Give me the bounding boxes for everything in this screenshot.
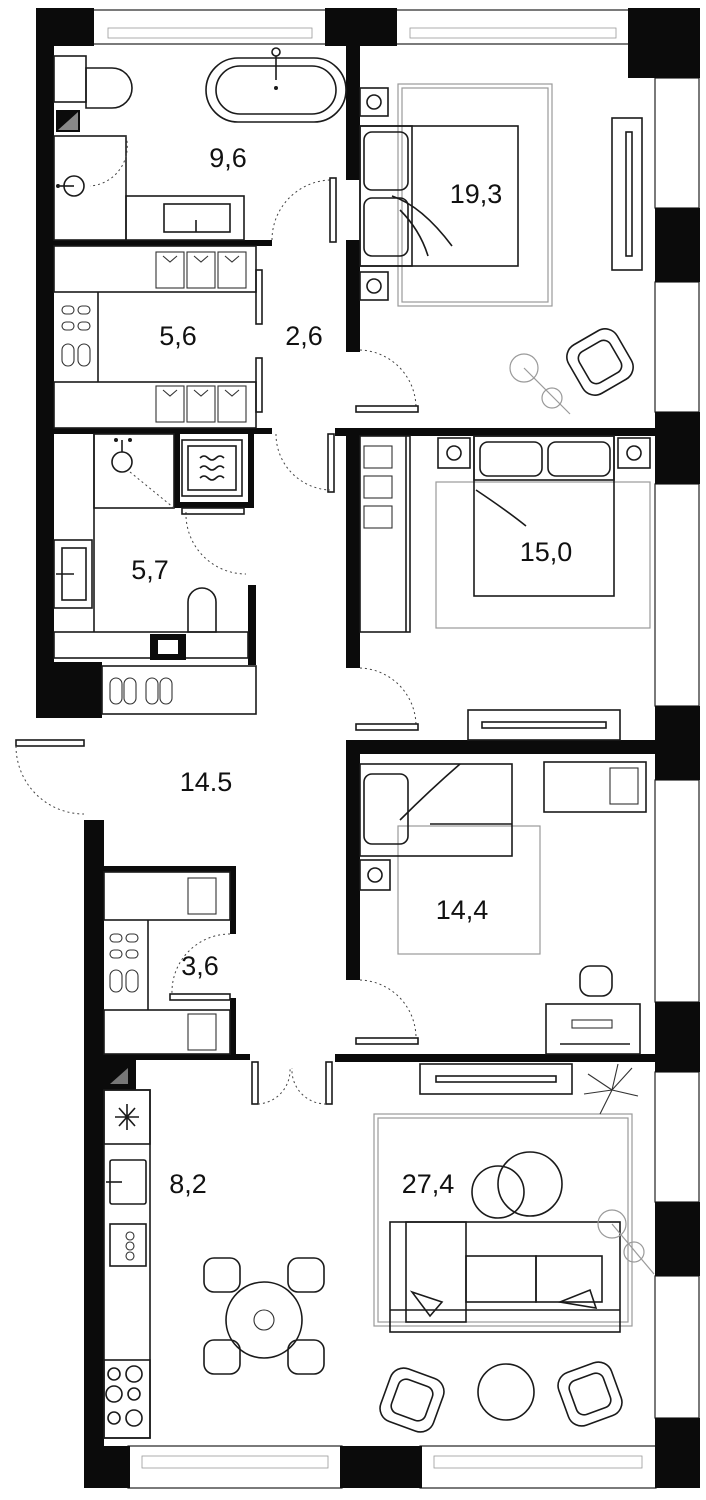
entrance-door[interactable]: [15, 739, 85, 815]
stove-icon: [103, 1359, 151, 1439]
tv-unit-icon: [611, 117, 643, 271]
area-label-bathroom-2: 5,7: [131, 555, 169, 585]
bathroom-2: [53, 433, 249, 660]
area-label-living-room: 27,4: [402, 1169, 455, 1199]
shoes-icon: [101, 665, 257, 715]
bedroom-1: [359, 83, 643, 415]
wardrobe-unit-icon: [359, 435, 411, 633]
toilet-icon: [187, 587, 217, 633]
shower-icon: [53, 135, 128, 241]
shower-icon: [93, 433, 175, 632]
area-label-bedroom-3: 14,4: [436, 895, 489, 925]
sink-icon: [106, 1159, 147, 1205]
area-label-wardrobe: 5,6: [159, 321, 197, 351]
area-label-kitchen: 8,2: [169, 1169, 207, 1199]
toilet-icon: [53, 55, 133, 109]
sink-icon: [125, 195, 245, 241]
area-label-bathroom-1: 9,6: [209, 143, 247, 173]
living-double-door[interactable]: [251, 1061, 333, 1105]
armchair-icon: [379, 1361, 623, 1433]
side-table-icon: [477, 1363, 535, 1421]
coffee-table-icon: [471, 1151, 563, 1219]
wardrobe: [53, 245, 263, 429]
single-bed-icon: [359, 763, 513, 857]
shoes-icon: [61, 305, 91, 367]
fridge-icon: [103, 1089, 151, 1145]
sofa-icon: [389, 1221, 621, 1333]
armchair-icon: [566, 328, 634, 396]
bathroom-1: [53, 47, 347, 243]
shirts-icon: [155, 251, 247, 423]
tv-unit-icon: [467, 709, 621, 741]
room-labels: 9,6 19,3 5,6 2,6 15,0 5,7 14.5 14,4 3,6 …: [131, 143, 572, 1199]
washing-machine-icon: [181, 439, 243, 497]
plant-icon: [583, 1063, 639, 1115]
dining-table-icon: [203, 1257, 325, 1375]
desk-icon: [543, 761, 647, 1055]
area-label-hall: 14.5: [180, 767, 233, 797]
double-bed-icon: [473, 435, 615, 597]
dishwasher-icon: [109, 1223, 147, 1267]
bedroom-3: [355, 761, 647, 1055]
hallway-small: [275, 349, 419, 493]
windows: [91, 9, 700, 1489]
bathtub-icon: [205, 47, 347, 123]
area-label-storage: 3,6: [181, 951, 219, 981]
armchair-icon: [579, 965, 613, 997]
sink-icon: [53, 539, 93, 609]
area-label-bedroom-2: 15,0: [520, 537, 573, 567]
double-bed-icon: [359, 125, 519, 267]
floor-lamp-icon: [509, 353, 571, 415]
living-room: [373, 1063, 655, 1433]
kitchen: [103, 1068, 325, 1439]
nightstand-icon: [359, 87, 389, 301]
area-label-hallway-small: 2,6: [285, 321, 323, 351]
floor-lamp-icon: [597, 1209, 655, 1275]
tv-unit-icon: [419, 1063, 573, 1095]
bedroom-2: [355, 435, 651, 741]
storage: [103, 871, 231, 1055]
area-label-bedroom-1: 19,3: [450, 179, 503, 209]
shoes-icon: [109, 933, 139, 993]
walls: [36, 8, 700, 1488]
